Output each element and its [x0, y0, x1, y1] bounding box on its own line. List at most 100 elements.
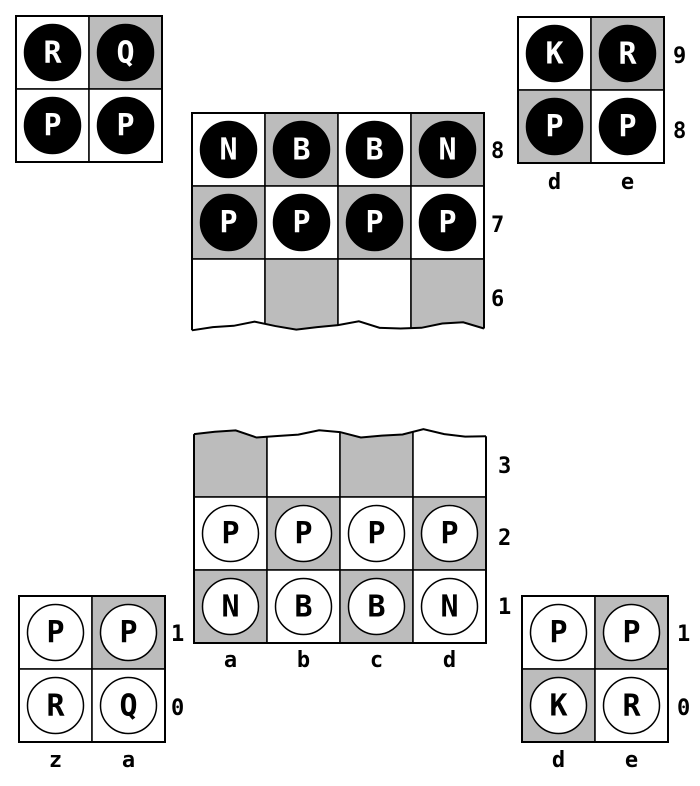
white-piece-disc	[420, 504, 479, 563]
black-piece-disc	[598, 97, 657, 156]
board-border	[15, 15, 163, 163]
file-label: d	[548, 170, 561, 195]
file-label: z	[49, 748, 62, 773]
rank-label: 7	[491, 213, 504, 238]
white-piece-disc	[99, 603, 158, 662]
square-white-main-0-2	[339, 429, 414, 498]
piece-letter: K	[545, 37, 563, 72]
file-label: a	[224, 648, 237, 673]
piece-letter: R	[618, 37, 637, 72]
piece-letter: Q	[116, 36, 134, 71]
white-piece-disc	[274, 504, 333, 563]
white-piece-disc	[201, 504, 260, 563]
black-piece-disc	[272, 120, 331, 179]
black-piece-disc	[96, 23, 155, 82]
black-piece-disc	[199, 193, 258, 252]
black-piece-disc	[272, 193, 331, 252]
piece-letter: R	[43, 36, 62, 71]
white-piece-disc	[26, 676, 85, 735]
rank-label: 6	[491, 287, 504, 312]
piece-letter: N	[219, 133, 237, 168]
white-piece-disc	[274, 577, 333, 636]
piece-letter: P	[440, 517, 458, 552]
black-piece-disc	[525, 24, 584, 83]
square-white-main-0-0	[194, 429, 268, 498]
file-label: d	[443, 648, 456, 673]
board-black-attack-left: R Q P P	[15, 15, 163, 163]
piece-letter: P	[116, 109, 134, 144]
board-border	[517, 16, 665, 164]
piece-letter: Q	[119, 689, 137, 724]
board-white-attack-left: P P R Q	[18, 595, 166, 743]
piece-letter: P	[294, 517, 312, 552]
piece-letter: P	[438, 206, 456, 241]
piece-letter: P	[221, 517, 239, 552]
board-border	[193, 434, 487, 644]
black-piece-disc	[345, 120, 404, 179]
piece-letter: P	[119, 616, 137, 651]
rank-label: 1	[498, 595, 511, 620]
piece-letter: B	[294, 590, 312, 625]
white-piece-disc	[99, 676, 158, 735]
white-piece-disc	[529, 603, 588, 662]
file-label: d	[552, 748, 565, 773]
piece-letter: P	[219, 206, 237, 241]
piece-letter: B	[365, 133, 383, 168]
board-border	[191, 112, 485, 331]
board-border	[18, 595, 166, 743]
square-black-main-2-3	[410, 258, 484, 331]
black-piece-disc	[23, 96, 82, 155]
rank-label: 0	[677, 696, 690, 721]
file-label: e	[621, 170, 634, 195]
white-piece-disc	[347, 577, 406, 636]
rank-label: 1	[171, 622, 184, 647]
black-piece-disc	[598, 24, 657, 83]
piece-letter: P	[622, 616, 640, 651]
rank-label: 8	[491, 139, 504, 164]
black-piece-disc	[96, 96, 155, 155]
rank-label: 1	[677, 622, 690, 647]
white-piece-disc	[347, 504, 406, 563]
piece-letter: P	[549, 616, 567, 651]
rank-label: 3	[498, 454, 511, 479]
file-label: e	[625, 748, 638, 773]
file-label: c	[370, 648, 383, 673]
torn-edge	[191, 320, 485, 332]
piece-letter: P	[46, 616, 64, 651]
black-piece-disc	[199, 120, 258, 179]
piece-letter: P	[367, 517, 385, 552]
board-white-attack-right: P P K R	[521, 595, 669, 743]
piece-letter: R	[46, 689, 65, 724]
torn-edge	[193, 428, 487, 439]
piece-letter: P	[365, 206, 383, 241]
rank-label: 2	[498, 526, 511, 551]
piece-letter: P	[43, 109, 61, 144]
black-piece-disc	[23, 23, 82, 82]
file-label: a	[122, 748, 135, 773]
piece-letter: R	[622, 689, 641, 724]
piece-letter: K	[549, 689, 567, 724]
piece-letter: P	[618, 110, 636, 145]
black-piece-disc	[345, 193, 404, 252]
piece-letter: B	[367, 590, 385, 625]
rank-label: 8	[673, 119, 686, 144]
rank-label: 9	[673, 44, 686, 69]
white-piece-disc	[602, 603, 661, 662]
black-piece-disc	[418, 120, 477, 179]
piece-letter: N	[221, 590, 239, 625]
black-piece-disc	[525, 97, 584, 156]
white-piece-disc	[201, 577, 260, 636]
square-black-main-2-1	[264, 258, 339, 331]
white-piece-disc	[602, 676, 661, 735]
file-label: b	[297, 648, 310, 673]
white-piece-disc	[26, 603, 85, 662]
board-border	[521, 595, 669, 743]
black-piece-disc	[418, 193, 477, 252]
white-piece-disc	[420, 577, 479, 636]
piece-letter: B	[292, 133, 310, 168]
rank-label: 0	[171, 696, 184, 721]
